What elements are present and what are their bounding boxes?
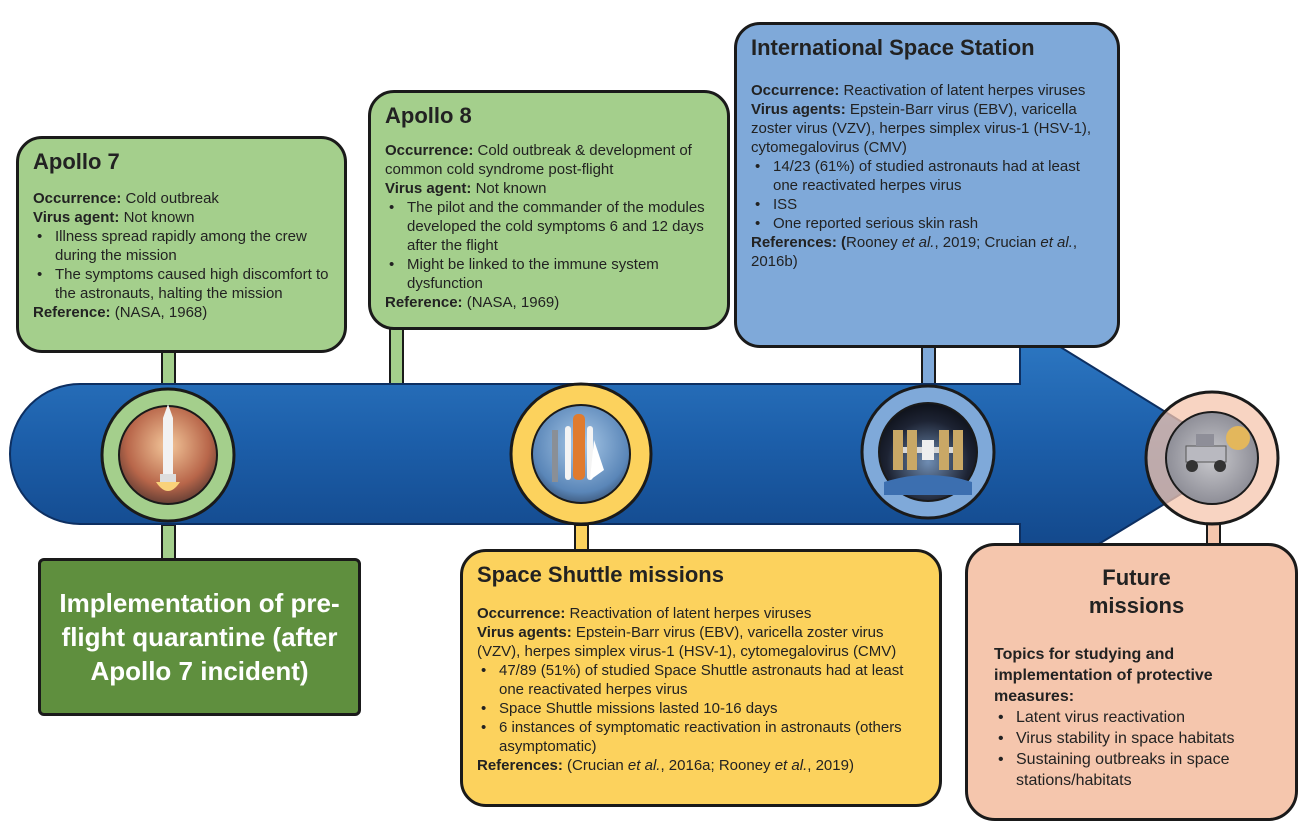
list-item: ISS	[755, 195, 1103, 214]
list-item: 14/23 (61%) of studied astronauts had at…	[755, 157, 1103, 195]
lunar-rover-icon	[1185, 426, 1250, 472]
apollo7-occurrence: Occurrence: Cold outbreak	[33, 190, 219, 207]
iss-references: References: (Rooney et al., 2019; Crucia…	[751, 234, 1078, 270]
list-item: The symptoms caused high discomfort to t…	[37, 265, 330, 303]
iss-card: International Space Station Occurrence: …	[734, 22, 1120, 348]
list-item: 6 instances of symptomatic reactivation …	[481, 718, 925, 756]
list-item: Virus stability in space habitats	[998, 728, 1279, 749]
space-station-icon	[884, 430, 972, 495]
shuttle-occurrence: Occurrence: Reactivation of latent herpe…	[477, 605, 812, 622]
apollo7-medallion	[100, 387, 236, 523]
apollo8-agent: Virus agent: Not known	[385, 180, 547, 197]
apollo8-title: Apollo 8	[385, 103, 472, 128]
apollo7-title: Apollo 7	[33, 149, 120, 174]
shuttle-medallion	[509, 382, 653, 526]
list-item: The pilot and the commander of the modul…	[389, 198, 713, 255]
iss-medallion	[860, 384, 996, 520]
iss-bullets: 14/23 (61%) of studied astronauts had at…	[751, 157, 1103, 233]
quarantine-text: Implementation of pre-flight quarantine …	[59, 588, 340, 686]
shuttle-agents: Virus agents: Epstein-Barr virus (EBV), …	[477, 624, 897, 660]
list-item: Latent virus reactivation	[998, 707, 1279, 728]
iss-title: International Space Station	[751, 35, 1035, 60]
space-shuttle-icon	[552, 414, 604, 482]
rocket-launch-icon	[156, 404, 180, 491]
list-item: 47/89 (51%) of studied Space Shuttle ast…	[481, 661, 925, 699]
apollo8-reference: Reference: (NASA, 1969)	[385, 294, 560, 311]
list-item: Illness spread rapidly among the crew du…	[37, 227, 330, 265]
apollo8-bullets: The pilot and the commander of the modul…	[385, 198, 713, 293]
iss-occurrence: Occurrence: Reactivation of latent herpe…	[751, 82, 1086, 99]
apollo8-occurrence: Occurrence: Cold outbreak & development …	[385, 142, 692, 178]
quarantine-card: Implementation of pre-flight quarantine …	[38, 558, 361, 716]
apollo7-stem-top	[161, 349, 176, 389]
future-topics-heading: Topics for studying and implementation o…	[994, 646, 1213, 705]
apollo7-agent: Virus agent: Not known	[33, 209, 195, 226]
shuttle-title: Space Shuttle missions	[477, 562, 724, 587]
future-title: Future missions	[1088, 565, 1185, 618]
apollo7-card: Apollo 7 Occurrence: Cold outbreak Virus…	[16, 136, 347, 353]
shuttle-bullets: 47/89 (51%) of studied Space Shuttle ast…	[477, 661, 925, 756]
list-item: Space Shuttle missions lasted 10-16 days	[481, 699, 925, 718]
apollo7-bullets: Illness spread rapidly among the crew du…	[33, 227, 330, 303]
apollo7-reference: Reference: (NASA, 1968)	[33, 304, 208, 321]
shuttle-references: References: (Crucian et al., 2016a; Roon…	[477, 757, 854, 774]
future-card: Future missions Topics for studying and …	[965, 543, 1298, 821]
list-item: Sustaining outbreaks in space stations/h…	[998, 749, 1279, 791]
iss-agents: Virus agents: Epstein-Barr virus (EBV), …	[751, 101, 1092, 156]
apollo8-card: Apollo 8 Occurrence: Cold outbreak & dev…	[368, 90, 730, 330]
apollo7-stem-bottom	[161, 524, 176, 562]
iss-stem	[921, 344, 936, 386]
shuttle-card: Space Shuttle missions Occurrence: React…	[460, 549, 942, 807]
list-item: Might be linked to the immune system dys…	[389, 255, 713, 293]
future-bullets: Latent virus reactivation Virus stabilit…	[994, 707, 1279, 791]
list-item: One reported serious skin rash	[755, 214, 1103, 233]
future-medallion	[1144, 390, 1280, 526]
